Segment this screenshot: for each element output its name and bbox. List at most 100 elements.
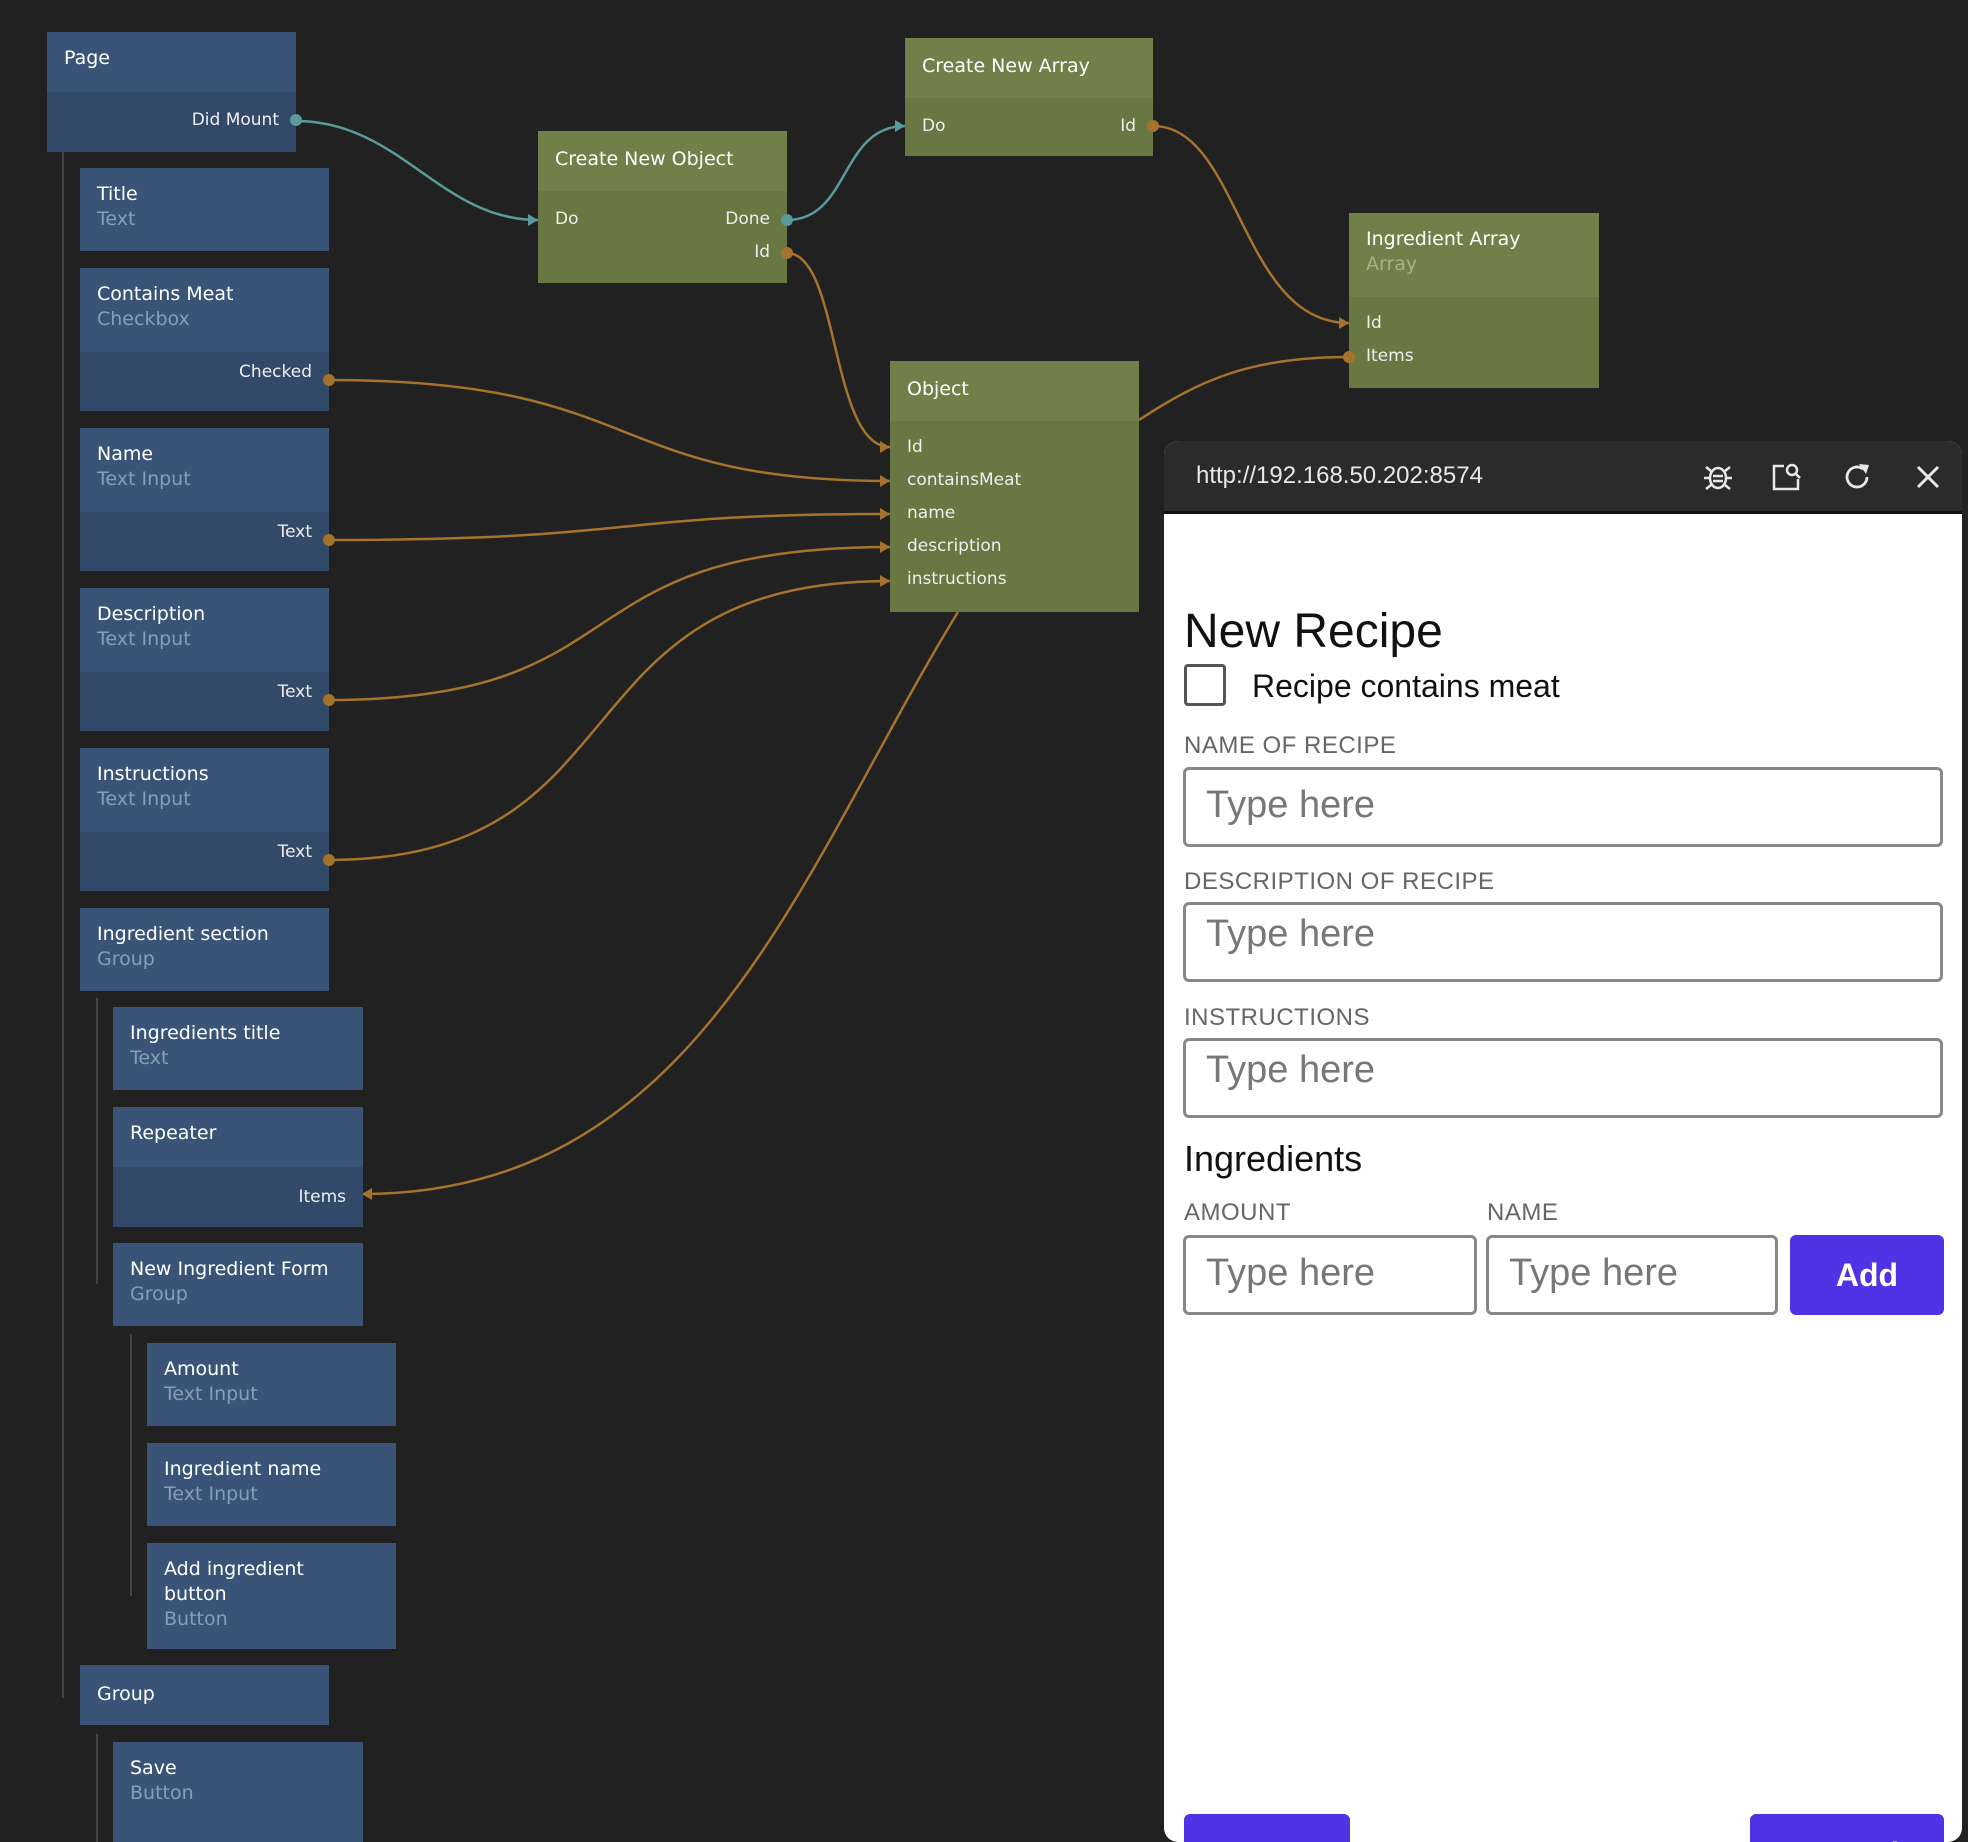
checkbox-label: Recipe contains meat [1252,668,1560,704]
save-button[interactable]: Save [1184,1814,1350,1842]
node-type: Text Input [164,1383,258,1405]
node-create-new-object[interactable]: Create New Object Do Done Id [538,131,793,283]
node-create-new-array[interactable]: Create New Array Do Id [905,38,1159,156]
node-type: Button [130,1782,194,1804]
node-type: Text [130,1047,169,1069]
tree-guide [96,998,98,1284]
port-dot[interactable] [323,374,335,386]
arrow-head [880,475,890,487]
port-done: Done [725,209,770,229]
wire-didmount-to-do [295,119,539,222]
amount-input[interactable]: Type here [1183,1235,1477,1315]
node-type: Group [130,1283,188,1305]
node-title: Amount [164,1358,239,1380]
wire-array-id-to-ingredient-id [1152,124,1350,325]
port-description: description [907,536,1002,556]
node-title: Ingredients title [130,1022,281,1044]
wire-checked-to-containsmeat [327,378,891,483]
node-type: Text Input [164,1483,258,1505]
wire-instructions-to-instructions [327,579,891,862]
port-dot[interactable] [290,114,302,126]
port-text: Text [277,522,312,542]
wire-done-to-do [786,124,906,222]
port-contains-meat: containsMeat [907,470,1022,490]
port-name: name [907,503,956,523]
wire-object-to-repeater-items [361,611,960,1196]
node-title: New Ingredient Form [130,1258,329,1280]
instructions-label: INSTRUCTIONS [1184,1004,1370,1031]
node-title: Name [97,443,154,465]
port-id: Id [907,437,923,457]
ingredients-heading: Ingredients [1184,1138,1363,1179]
close-icon[interactable] [1912,461,1944,493]
node-title: Create New Array [922,55,1090,77]
name-input[interactable]: Type here [1183,767,1943,847]
port-items: Items [298,1187,346,1207]
add-button[interactable]: Add [1790,1235,1944,1315]
ingredient-name-label: NAME [1487,1199,1559,1226]
port-dot[interactable] [323,694,335,706]
node-page[interactable]: Page Did Mount [47,32,302,152]
port-dot[interactable] [323,534,335,546]
node-title: Repeater [130,1122,217,1144]
port-checked: Checked [239,362,312,382]
amount-label: AMOUNT [1184,1199,1291,1226]
node-title: Ingredient name [164,1458,322,1480]
bug-icon[interactable] [1702,461,1734,493]
preview-toolbar: http://192.168.50.202:8574 [1164,441,1962,514]
port-did-mount: Did Mount [191,110,279,130]
contains-meat-checkbox[interactable] [1184,664,1226,706]
node-title: Add ingredient button [164,1558,304,1605]
port-do: Do [555,209,579,229]
port-dot[interactable] [323,854,335,866]
node-type: Array [1366,253,1418,275]
node-type: Button [164,1608,228,1630]
node-title: Instructions [97,763,209,785]
description-input[interactable]: Type here [1183,902,1943,982]
ingredient-name-input[interactable]: Type here [1486,1235,1778,1315]
port-dot[interactable] [1343,351,1355,363]
page-title: New Recipe [1184,605,1443,658]
wire-id-to-object-id [786,251,891,449]
refresh-icon[interactable] [1841,461,1873,493]
arrow-head [362,1188,372,1200]
tree-guide [96,1734,98,1842]
node-type: Checkbox [97,308,190,330]
port-dot[interactable] [781,214,793,226]
node-type: Text Input [97,468,191,490]
port-items: Items [1366,346,1414,366]
cancel-button[interactable]: Cancel [1750,1814,1944,1842]
node-type: Group [97,948,155,970]
node-title: Ingredient Array [1366,228,1521,250]
port-dot[interactable] [1147,120,1159,132]
node-type: Text [97,208,136,230]
node-title: Object [907,378,969,400]
inspect-icon[interactable] [1770,461,1802,493]
node-title: Description [97,603,206,625]
preview-url[interactable]: http://192.168.50.202:8574 [1196,462,1483,489]
arrow-head [1339,317,1349,329]
description-label: DESCRIPTION OF RECIPE [1184,868,1495,895]
node-object[interactable]: Object Id containsMeat name description … [890,361,1139,612]
node-title: Create New Object [555,148,734,170]
port-instructions: instructions [907,569,1007,589]
node-group[interactable]: Group [80,1665,329,1725]
port-dot[interactable] [781,247,793,259]
instructions-input[interactable]: Type here [1183,1038,1943,1118]
port-text: Text [277,682,312,702]
node-title: Group [97,1683,155,1705]
node-repeater[interactable]: Repeater Items [113,1107,363,1227]
